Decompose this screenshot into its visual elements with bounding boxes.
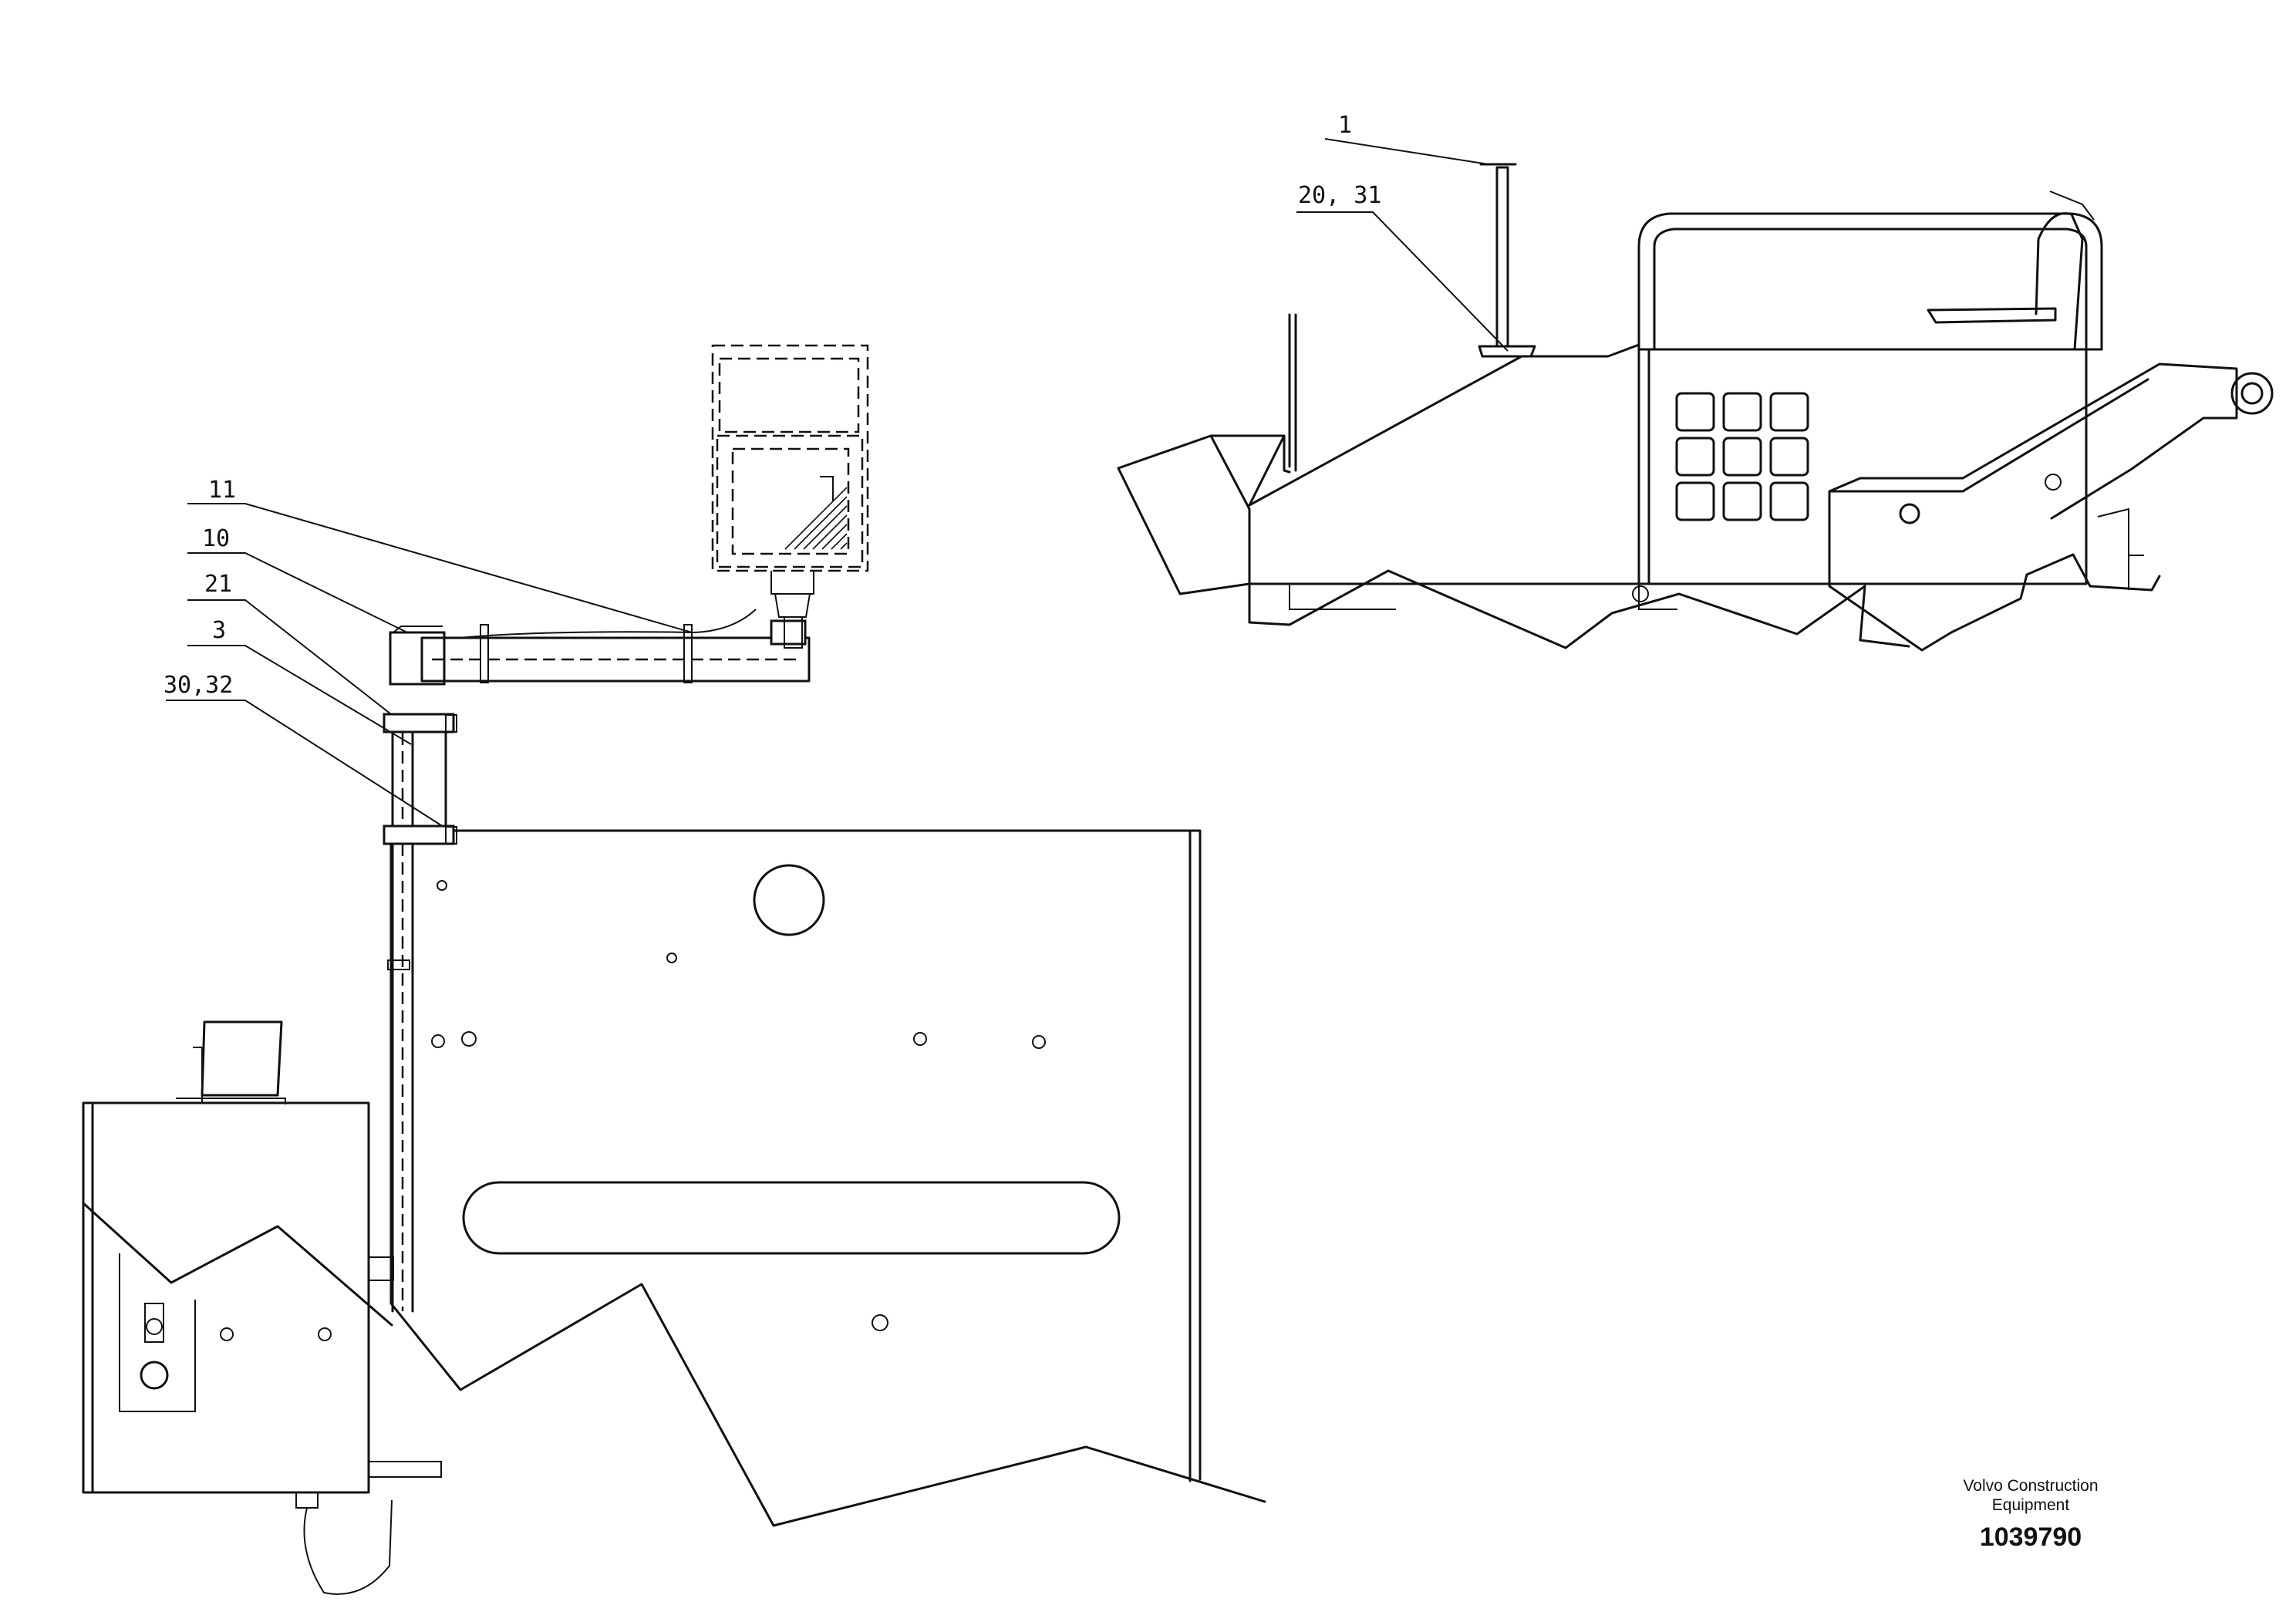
panel-hole-large — [753, 864, 825, 936]
overview-light-post — [1479, 163, 1517, 347]
detail-view-work-light-mount — [82, 344, 1266, 1595]
overview-keypad — [1675, 392, 1809, 521]
callout-10: 10 — [202, 525, 230, 552]
clamp-collar-lower — [383, 824, 455, 845]
switch-box — [82, 1020, 442, 1595]
callout-20-31: 20, 31 — [1298, 182, 1381, 209]
side-panel — [389, 829, 1266, 1527]
light-arm — [389, 609, 811, 686]
title-block: Volvo Construction Equipment 1039790 — [1963, 1477, 2098, 1552]
brand-line-1: Volvo Construction — [1963, 1477, 2098, 1495]
drawing-number: 1039790 — [1980, 1523, 2082, 1552]
machine-body — [1117, 343, 2149, 595]
overview-machine — [1117, 163, 2274, 652]
mounting-post — [391, 720, 447, 1313]
callout-21: 21 — [204, 571, 232, 598]
leader-lines-detail — [166, 503, 693, 828]
panel-slot — [462, 1181, 1121, 1255]
callout-1: 1 — [1338, 112, 1352, 139]
callout-3: 3 — [212, 617, 226, 644]
callout-11: 11 — [208, 477, 236, 504]
leader-lines-overview — [1296, 138, 1509, 352]
callout-labels: 11 10 21 3 30,32 1 20, 31 — [164, 112, 1381, 699]
brand-line-2: Equipment — [1992, 1496, 2070, 1514]
clamp-collar-upper — [383, 713, 455, 733]
callout-30-32: 30,32 — [164, 672, 233, 699]
work-light — [711, 344, 869, 649]
